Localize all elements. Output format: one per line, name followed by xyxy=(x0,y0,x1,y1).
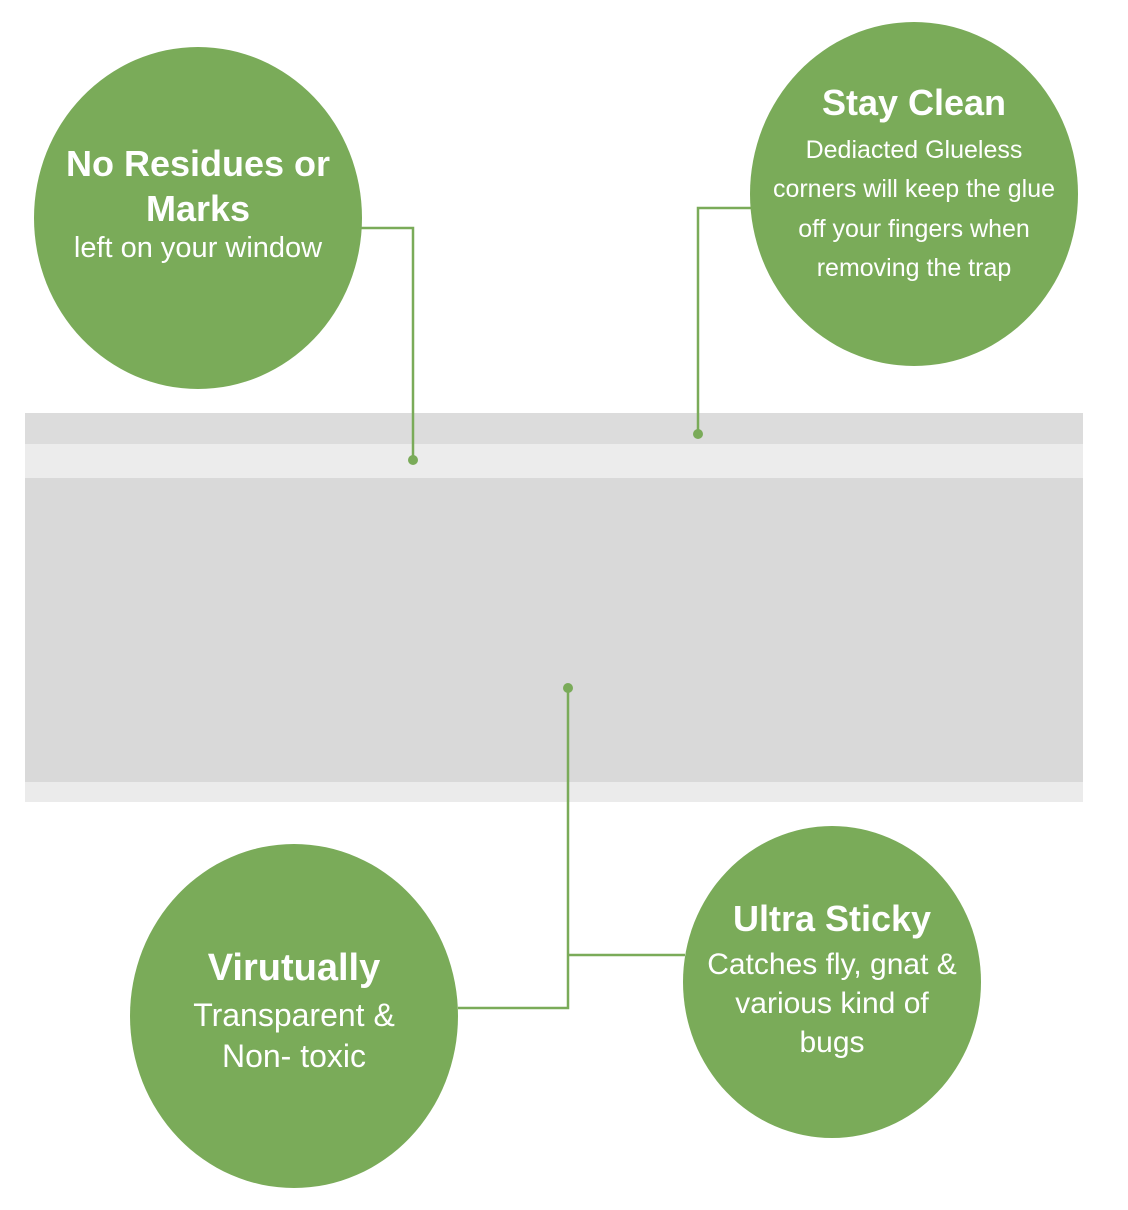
anchor-dot-stay-clean xyxy=(693,429,703,439)
feature-description: Catches fly, gnat & various kind of bugs xyxy=(707,948,957,1059)
connector-virtually xyxy=(458,688,570,1010)
feature-title: Virutually xyxy=(207,947,381,990)
feature-title: Stay Clean xyxy=(821,82,1007,123)
trap-strip-bottom-edge xyxy=(25,782,1083,802)
feature-bubble-virtually-transparent: Virutually Transparent & Non- toxic xyxy=(130,844,458,1188)
feature-description: Transparent & Non- toxic xyxy=(193,996,395,1074)
anchor-dot-no-residues xyxy=(408,455,418,465)
connector-no-residues xyxy=(360,226,415,460)
anchor-dot-center xyxy=(563,683,573,693)
feature-bubble-ultra-sticky: Ultra Sticky Catches fly, gnat & various… xyxy=(683,826,981,1138)
feature-description: Dediacted Glueless corners will keep the… xyxy=(772,136,1056,282)
feature-title: No Residues or Marks xyxy=(65,142,331,229)
trap-strip-glueless-band xyxy=(25,444,1083,478)
connector-stay-clean xyxy=(696,206,752,434)
feature-bubble-stay-clean: Stay Clean Dediacted Glueless corners wi… xyxy=(750,22,1078,366)
feature-title: Ultra Sticky xyxy=(732,898,932,939)
feature-description: left on your window xyxy=(73,231,323,264)
feature-bubble-no-residues: No Residues or Marks left on your window xyxy=(34,47,362,389)
trap-strip-top-edge xyxy=(25,413,1083,444)
trap-strip-body xyxy=(25,478,1083,782)
